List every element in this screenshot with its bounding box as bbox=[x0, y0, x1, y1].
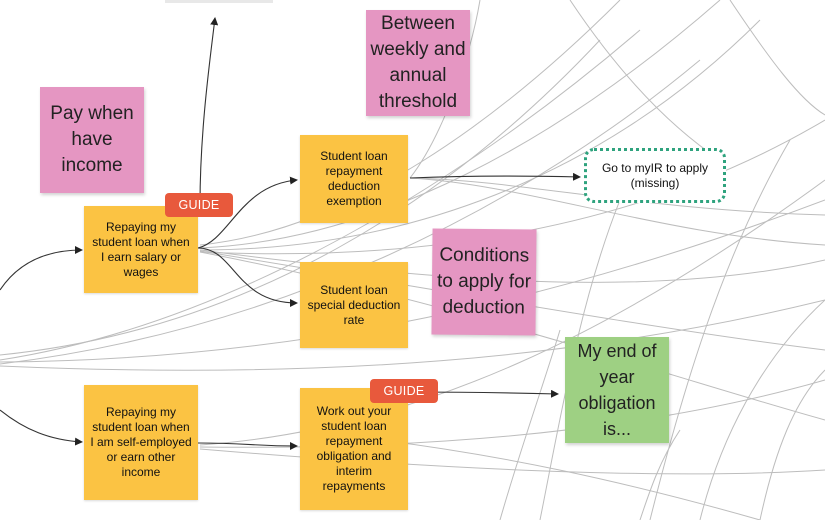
myir-link-box[interactable]: Go to myIR to apply (missing) bbox=[584, 148, 726, 203]
guide-badge-salary-label: GUIDE bbox=[178, 198, 220, 212]
card-work-out-obligation[interactable]: Work out your student loan repayment obl… bbox=[300, 388, 408, 510]
card-salary-wages-text: Repaying my student loan when I earn sal… bbox=[92, 219, 190, 279]
sticky-end-of-year-text: My end of year obligation is... bbox=[577, 341, 657, 439]
card-work-out-obligation-text: Work out your student loan repayment obl… bbox=[316, 404, 392, 493]
card-self-employed-text: Repaying my student loan when I am self-… bbox=[90, 405, 192, 479]
sticky-end-of-year[interactable]: My end of year obligation is... bbox=[565, 337, 669, 443]
guide-badge-work-out-label: GUIDE bbox=[383, 384, 425, 398]
card-special-deduction-rate[interactable]: Student loan special deduction rate bbox=[300, 262, 408, 348]
card-special-deduction-rate-text: Student loan special deduction rate bbox=[307, 282, 401, 327]
sticky-between-threshold-text: Between weekly and annual threshold bbox=[370, 13, 466, 112]
card-deduction-exemption-text: Student loan repayment deduction exempti… bbox=[320, 149, 388, 208]
guide-badge-work-out[interactable]: GUIDE bbox=[370, 379, 438, 403]
partial-shape-top bbox=[165, 0, 273, 3]
sticky-pay-when-income-text: Pay when have income bbox=[50, 103, 134, 176]
sticky-conditions-text: Conditions to apply for deduction bbox=[436, 244, 532, 319]
myir-link-text: Go to myIR to apply (missing) bbox=[601, 160, 709, 190]
sticky-between-threshold[interactable]: Between weekly and annual threshold bbox=[366, 10, 470, 116]
card-deduction-exemption[interactable]: Student loan repayment deduction exempti… bbox=[300, 135, 408, 223]
card-self-employed[interactable]: Repaying my student loan when I am self-… bbox=[84, 385, 198, 500]
guide-badge-salary[interactable]: GUIDE bbox=[165, 193, 233, 217]
sticky-conditions[interactable]: Conditions to apply for deduction bbox=[431, 228, 537, 336]
card-salary-wages[interactable]: Repaying my student loan when I earn sal… bbox=[84, 206, 198, 293]
main-connectors bbox=[0, 17, 581, 450]
sticky-pay-when-income[interactable]: Pay when have income bbox=[40, 87, 144, 193]
